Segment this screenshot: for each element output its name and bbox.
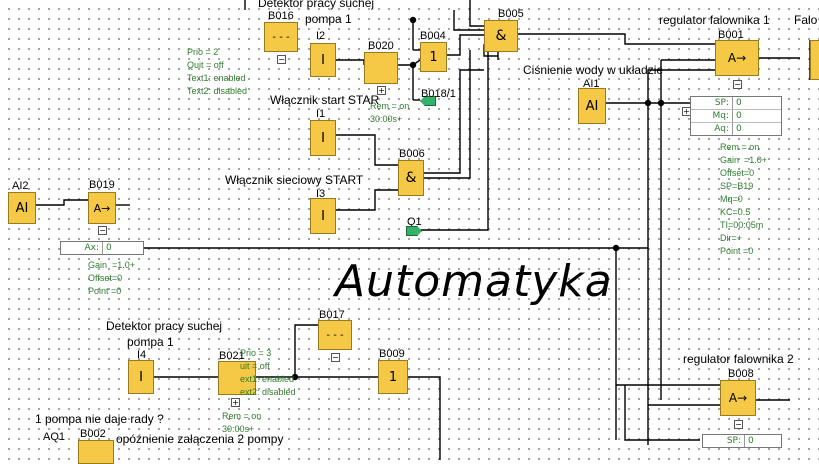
b021-params: Prio = 3 uit = off ext1: enabled ext2: d… — [240, 348, 296, 397]
b004-or-block[interactable]: 1 — [420, 42, 447, 72]
aq1-id: AQ1 — [43, 431, 66, 443]
b021-expand-button[interactable]: + — [231, 398, 240, 407]
b020-params: Prio = 2 Quit = off Text1: enabled Text2… — [187, 47, 248, 96]
b016-id: B016 — [268, 10, 294, 22]
b001-params: Rem = on Gain =1.0+ Offset=0 SP=B19 Mq=0… — [720, 142, 768, 256]
ai2-id: AI2 — [12, 180, 29, 192]
b017-id: B017 — [319, 309, 345, 321]
b004-id: B004 — [420, 30, 446, 42]
i2-input-block[interactable]: I — [310, 43, 336, 77]
start-switch-label: Włącznik start STAR — [270, 93, 380, 107]
b006-and-block[interactable]: & — [398, 160, 424, 196]
b020-id: B020 — [368, 40, 394, 52]
mains-switch-label: Włącznik sieciowy START — [225, 173, 364, 187]
b019-params: Gain =1.0+ Offset=0 Point =0 — [88, 260, 136, 296]
b021-id: B021 — [219, 350, 245, 362]
automatyka-watermark: Automatyka — [335, 256, 613, 307]
b021-timer-block[interactable] — [218, 361, 256, 395]
falo-output-block[interactable] — [810, 40, 819, 80]
b021-remanence: Rem = on 30:00s+ — [222, 411, 262, 434]
ai1-analog-input-block[interactable]: AI — [578, 88, 606, 124]
b006-id: B006 — [399, 148, 425, 160]
b020-remanence: Rem = on 30:00s+ — [370, 101, 410, 124]
q1-output-flag[interactable] — [406, 226, 422, 236]
pressure-label: Ciśnienie wody w układzie — [523, 63, 664, 77]
b001-value-table: SP:0 Mq:0 Aq:0 — [690, 96, 782, 136]
b002-block[interactable] — [78, 440, 114, 464]
b008-collapse-button[interactable]: − — [734, 420, 743, 429]
i4-input-block[interactable]: I — [128, 360, 154, 394]
pump1-label-top: pompa 1 — [305, 12, 352, 26]
b017-block[interactable]: - - - — [318, 320, 352, 350]
delay-label: opóźnienie załączenia 2 pompy — [116, 432, 284, 446]
detector-label-top: Detektor pracy suchej — [258, 0, 375, 10]
b020-timer-block[interactable] — [364, 52, 398, 84]
b008-id: B008 — [728, 368, 754, 380]
b008-pi-controller-block[interactable]: A→ — [720, 380, 756, 416]
b002-id: B002 — [80, 428, 106, 440]
pump1-label-bottom: pompa 1 — [127, 335, 174, 349]
b009-or-block[interactable]: 1 — [378, 360, 408, 394]
b020-expand-button[interactable]: + — [377, 86, 386, 95]
i2-id: I2 — [316, 30, 326, 42]
b001-pi-controller-block[interactable]: A→ — [715, 40, 759, 76]
b005-and-block[interactable]: & — [484, 20, 518, 52]
regulator1-label: regulator falownika 1 — [659, 13, 770, 27]
i3-id: I3 — [316, 188, 326, 200]
b019-id: B019 — [89, 179, 115, 191]
b018-flag[interactable] — [420, 96, 436, 106]
not-coping-label: 1 pompa nie daje rady ? — [35, 412, 164, 426]
i1-input-block[interactable]: I — [310, 120, 336, 156]
i3-input-block[interactable]: I — [310, 198, 336, 234]
b018-id: B018/1 — [421, 88, 456, 100]
b009-id: B009 — [379, 348, 405, 360]
regulator2-label: regulator falownika 2 — [683, 352, 794, 366]
b008-value-table: SP:0 — [702, 434, 782, 448]
b016-block[interactable]: - - - — [264, 22, 298, 52]
b001-id: B001 — [718, 29, 744, 41]
detector-label-bottom: Detektor pracy suchej — [106, 319, 223, 333]
b019-amplifier-block[interactable]: A→ — [88, 192, 116, 224]
i4-id: I4 — [137, 349, 147, 361]
b019-value-table: Ax:0 — [60, 241, 144, 255]
b001-collapse-button[interactable]: − — [733, 80, 742, 89]
ai1-id: AI1 — [583, 78, 600, 90]
b016-expand-button[interactable]: − — [277, 55, 286, 64]
falo-label: Falo — [794, 13, 818, 27]
b005-id: B005 — [498, 8, 524, 20]
i1-id: I1 — [316, 108, 326, 120]
q1-id: Q1 — [407, 216, 422, 228]
b019-collapse-button[interactable]: − — [98, 226, 107, 235]
ai2-analog-input-block[interactable]: AI — [8, 192, 36, 224]
b017-expand-button[interactable]: − — [331, 353, 340, 362]
